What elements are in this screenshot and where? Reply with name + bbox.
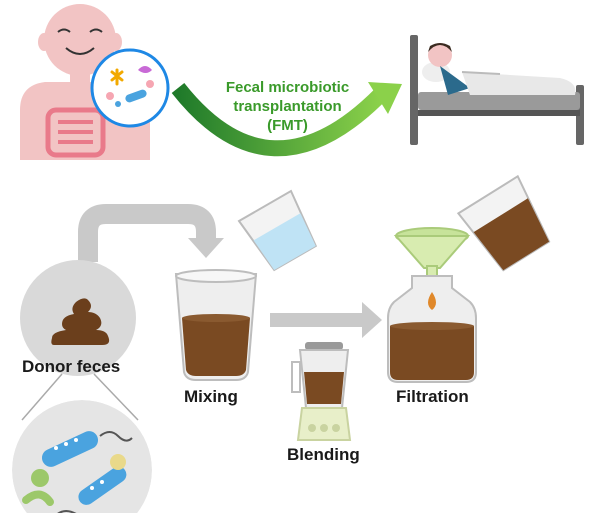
mixing-label: Mixing xyxy=(184,387,238,406)
intestine-icon xyxy=(45,107,106,158)
fmt-label-line-3: (FMT) xyxy=(267,117,308,134)
fmt-label-line-2: transplantation xyxy=(233,98,342,115)
drop-icon xyxy=(428,292,436,310)
brown-liquid-glass-icon xyxy=(456,174,551,272)
fmt-transfer-arrow xyxy=(171,82,402,157)
fmt-label: Fecal microbiotic transplantation (FMT) xyxy=(205,78,370,135)
blender-icon xyxy=(291,342,352,441)
gut-microbes-bubble-icon xyxy=(90,48,170,128)
blending-label: Blending xyxy=(287,445,360,464)
donor-feces-icon xyxy=(20,260,136,376)
microbes-magnified-icon xyxy=(12,400,152,518)
patient-in-bed-illustration xyxy=(410,35,584,145)
donor-feces-label: Donor feces xyxy=(22,357,121,376)
flow-arrow-donor-to-mixing xyxy=(78,204,224,262)
mixing-jar-icon xyxy=(174,269,258,381)
fmt-label-line-1: Fecal microbiotic xyxy=(225,79,350,96)
filtration-label: Filtration xyxy=(396,387,469,406)
flow-arrow-to-filtration xyxy=(270,302,382,338)
filtration-flask-icon xyxy=(387,275,477,383)
magnifier-guide-lines xyxy=(21,373,139,421)
water-glass-icon xyxy=(237,189,318,272)
